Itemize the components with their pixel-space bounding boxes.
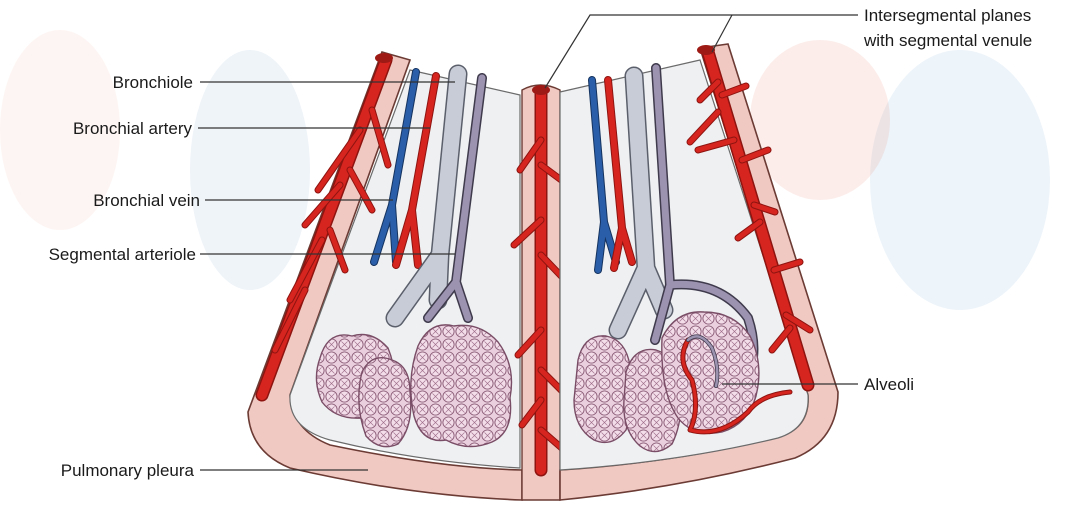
label-bronchial-vein: Bronchial vein — [93, 191, 200, 210]
label-intersegmental-planes: Intersegmental planes — [864, 6, 1031, 25]
label-pulmonary-pleura: Pulmonary pleura — [61, 461, 195, 480]
label-segmental-venule: with segmental venule — [863, 31, 1032, 50]
label-bronchial-artery: Bronchial artery — [73, 119, 193, 138]
label-segmental-arteriole: Segmental arteriole — [49, 245, 196, 264]
label-bronchiole: Bronchiole — [113, 73, 193, 92]
label-alveoli: Alveoli — [864, 375, 914, 394]
